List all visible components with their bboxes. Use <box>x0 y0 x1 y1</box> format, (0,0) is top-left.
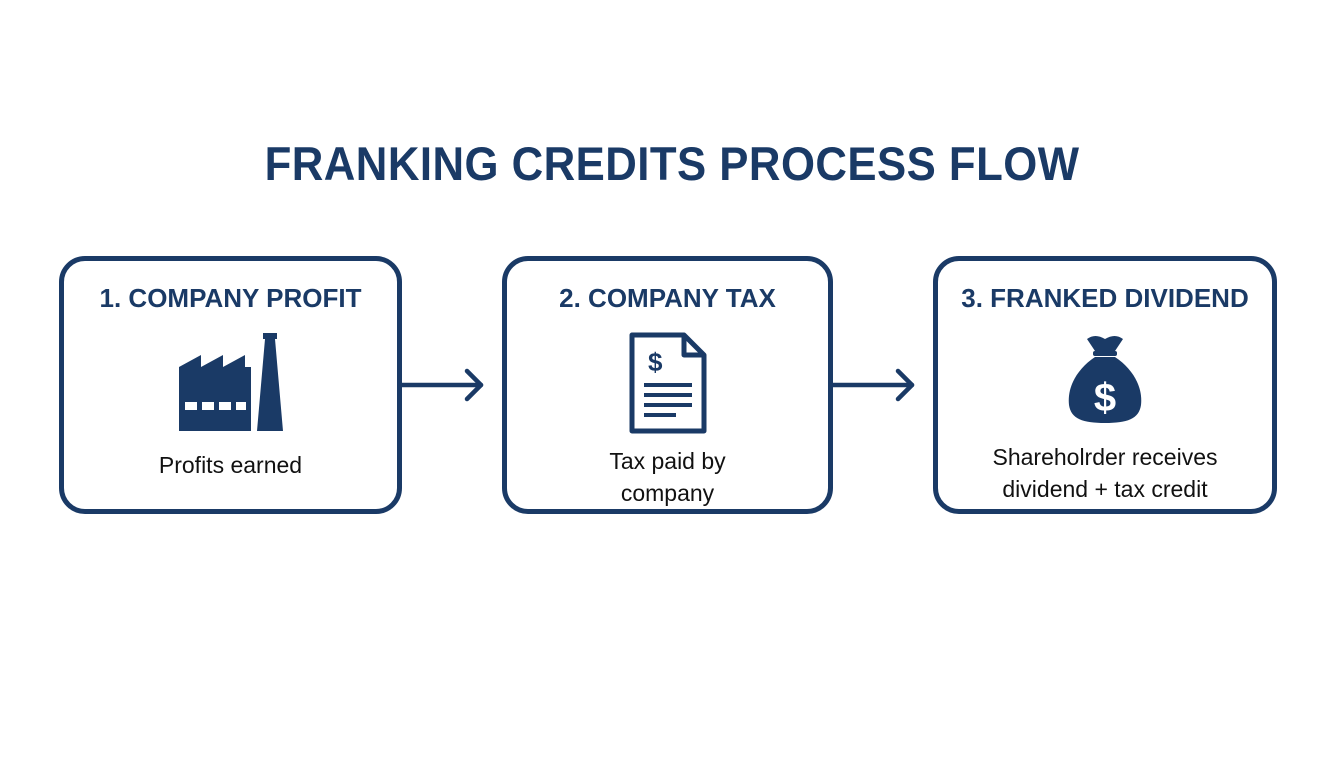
step-description-line: Tax paid by <box>609 448 726 474</box>
step-description-line: dividend + tax credit <box>1002 476 1208 502</box>
tax-document-icon: $ <box>629 332 706 434</box>
step-title: 3. FRANKED DIVIDEND <box>961 283 1249 313</box>
arrow-right-icon <box>832 368 915 402</box>
money-bag-icon: $ <box>1068 336 1142 423</box>
step-description-line: company <box>620 480 715 506</box>
arrow-right-icon <box>401 368 484 402</box>
step-description: Shareholrder receives dividend + tax cre… <box>938 441 1272 505</box>
step-description: Tax paid by company <box>507 445 828 509</box>
step-title: 1. COMPANY PROFIT <box>99 283 362 313</box>
diagram-title: FRANKING CREDITS PROCESS FLOW <box>264 137 1080 190</box>
svg-text:$: $ <box>648 347 663 377</box>
step-box-company-profit: 1. COMPANY PROFIT Profits earned <box>59 256 402 514</box>
step-box-company-tax: 2. COMPANY TAX $ Tax paid by company <box>502 256 833 514</box>
step-description: Profits earned <box>158 452 303 478</box>
step-box-franked-dividend: 3. FRANKED DIVIDEND $ Shareholrder recei… <box>933 256 1277 514</box>
step-title: 2. COMPANY TAX <box>559 283 776 313</box>
step-description-line: Shareholrder receives <box>992 444 1218 470</box>
factory-icon <box>178 333 283 431</box>
svg-text:$: $ <box>1094 376 1116 420</box>
